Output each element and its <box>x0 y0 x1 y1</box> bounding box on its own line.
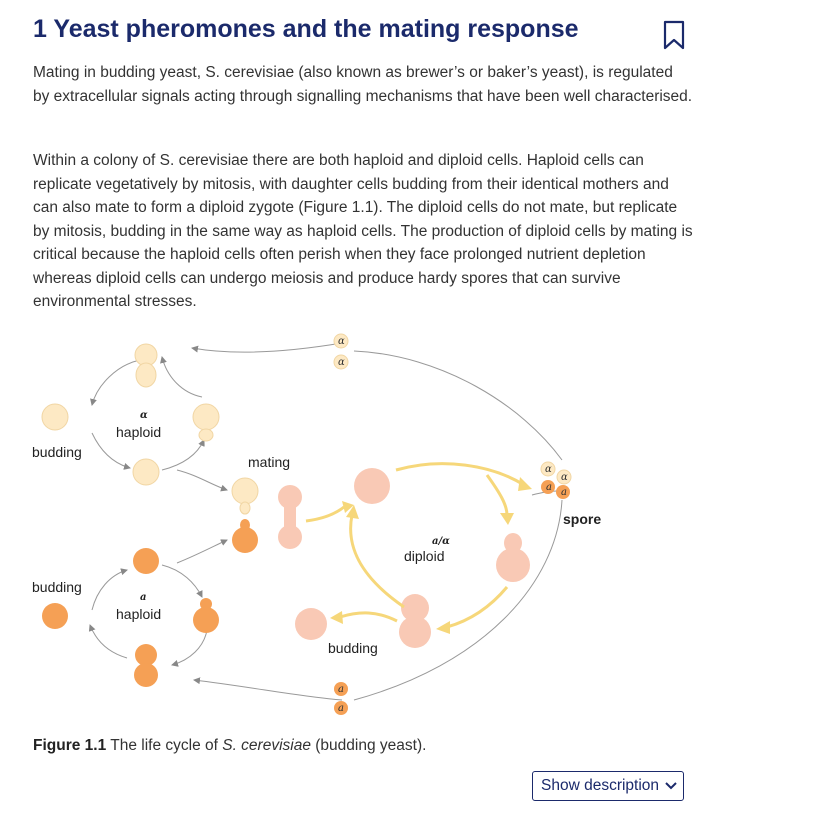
alpha-budding-label: budding <box>32 444 82 460</box>
bookmark-icon[interactable] <box>663 20 685 50</box>
caption-text-pre: The life cycle of <box>106 737 223 754</box>
spore-alpha-2: α <box>561 472 568 483</box>
pheromone-alpha-1: α <box>338 336 345 347</box>
show-description-label: Show description <box>541 777 660 794</box>
diploid-type-symbol: a/α <box>432 536 450 547</box>
diploid-budding-label: budding <box>328 640 378 656</box>
caption-text-post: (budding yeast). <box>310 737 427 754</box>
spore-label: spore <box>563 511 601 527</box>
diploid-label: diploid <box>404 548 444 564</box>
pheromone-alpha-2: α <box>338 357 345 368</box>
diploid-cycle: a/α diploid budding <box>295 462 532 656</box>
chevron-down-icon <box>665 782 677 790</box>
a-budding-label: budding <box>32 579 82 595</box>
pheromone-a-1: a <box>338 684 344 695</box>
caption-species: S. cerevisiae <box>222 737 311 754</box>
pheromone-a-2: a <box>338 703 344 714</box>
a-haploid-symbol: a <box>140 592 146 603</box>
spore-alpha-1: α <box>545 464 552 475</box>
alpha-haploid-label: haploid <box>116 424 161 440</box>
a-haploid-cycle: a haploid budding <box>32 548 343 701</box>
a-haploid-label: haploid <box>116 606 161 622</box>
alpha-haploid-symbol: α <box>140 410 148 421</box>
yeast-life-cycle-diagram: α haploid budding a haploid budding mati… <box>32 333 601 715</box>
caption-label: Figure 1.1 <box>33 737 107 754</box>
mating-stage: mating <box>176 454 354 564</box>
spore-a-2: a <box>561 487 567 498</box>
spore-a-1: a <box>546 482 552 493</box>
figure-caption: Figure 1.1 The life cycle of S. cerevisi… <box>33 737 426 755</box>
show-description-button[interactable]: Show description <box>532 771 684 801</box>
page-title: 1 Yeast pheromones and the mating respon… <box>33 15 579 43</box>
alpha-haploid-cycle: α haploid budding <box>32 342 343 486</box>
mating-label: mating <box>248 454 290 470</box>
body-paragraph: Within a colony of S. cerevisiae there a… <box>33 152 693 310</box>
spore-stage: α α a a spore α α a a <box>333 333 601 715</box>
intro-paragraph: Mating in budding yeast, S. cerevisiae (… <box>33 64 693 105</box>
